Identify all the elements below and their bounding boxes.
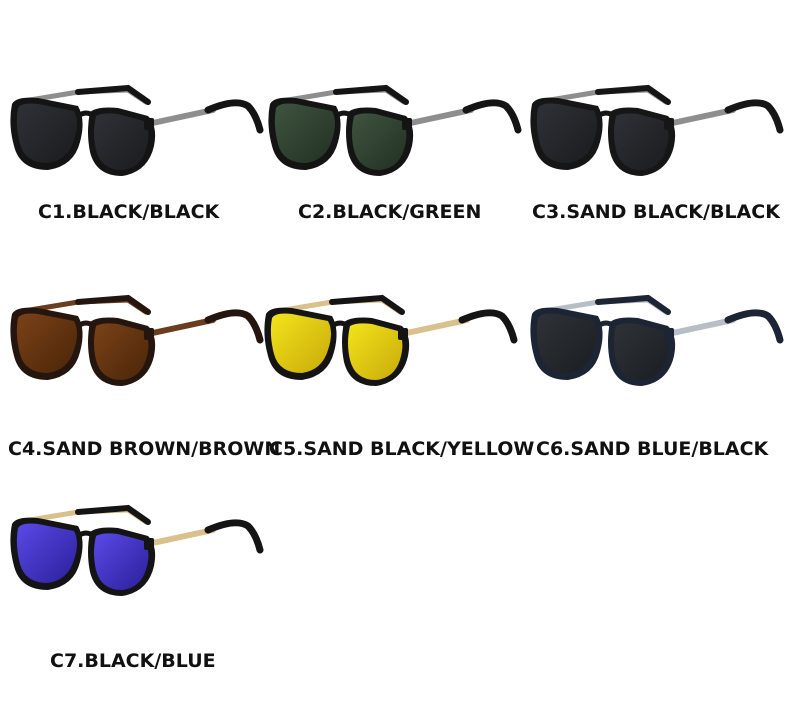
variant-label: C7.BLACK/BLUE	[50, 650, 216, 672]
product-variant-c5[interactable]: C5.SAND BLACK/YELLOW	[262, 290, 534, 470]
product-variant-c4[interactable]: C4.SAND BROWN/BROWN	[8, 290, 280, 470]
sunglasses-image	[268, 84, 522, 176]
variant-label: C3.SAND BLACK/BLACK	[532, 201, 780, 223]
variant-label: C5.SAND BLACK/YELLOW	[269, 438, 535, 460]
product-variant-c1[interactable]: C1.BLACK/BLACK	[8, 80, 268, 240]
sunglasses-image	[10, 294, 264, 386]
variant-label: C1.BLACK/BLACK	[38, 201, 220, 223]
product-variant-c6[interactable]: C6.SAND BLUE/BLACK	[528, 290, 790, 470]
variant-label: C2.BLACK/GREEN	[298, 201, 482, 223]
variant-label: C6.SAND BLUE/BLACK	[536, 438, 769, 460]
sunglasses-image	[530, 294, 784, 386]
sunglasses-image	[530, 84, 784, 176]
sunglasses-image	[10, 84, 264, 176]
sunglasses-image	[10, 504, 264, 596]
product-variant-c2[interactable]: C2.BLACK/GREEN	[266, 80, 526, 240]
variant-label: C4.SAND BROWN/BROWN	[8, 438, 281, 460]
sunglasses-image	[264, 294, 518, 386]
product-variant-c3[interactable]: C3.SAND BLACK/BLACK	[528, 80, 790, 240]
product-variant-c7[interactable]: C7.BLACK/BLUE	[8, 500, 268, 680]
